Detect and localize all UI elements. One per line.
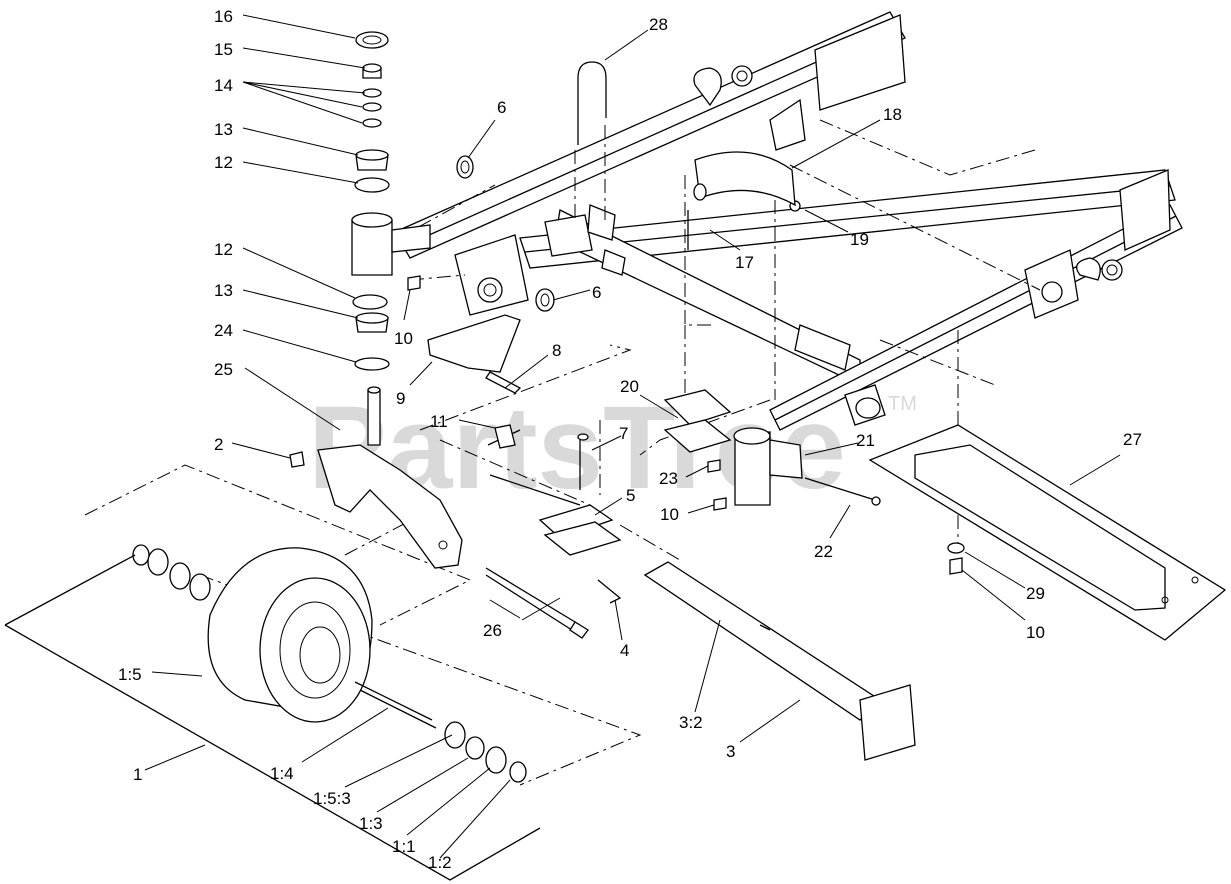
- label-3: 3: [726, 742, 735, 761]
- label-6b: 6: [592, 283, 601, 302]
- label-20: 20: [620, 377, 639, 396]
- arm-3: [643, 561, 916, 761]
- label-4: 4: [620, 641, 629, 660]
- label-10a: 10: [394, 329, 413, 348]
- label-28: 28: [649, 15, 668, 34]
- label-23: 23: [659, 469, 678, 488]
- label-1-5: 1:5: [118, 665, 142, 684]
- label-24: 24: [214, 321, 233, 340]
- label-1-3: 1:3: [359, 814, 383, 833]
- label-10c: 10: [1026, 623, 1045, 642]
- label-1-4: 1:4: [270, 764, 294, 783]
- label-12a: 12: [214, 153, 233, 172]
- label-5: 5: [626, 486, 635, 505]
- label-16: 16: [214, 7, 233, 26]
- label-6a: 6: [497, 98, 506, 117]
- label-10b: 10: [660, 505, 679, 524]
- weight-27: [868, 424, 1227, 641]
- label-2: 2: [214, 435, 223, 454]
- wheel-assembly: [132, 544, 527, 783]
- clamp-assembly: [487, 424, 622, 604]
- callout-labels: 16 15 14 13 12 12 13 24 25 2 6 6 10 9 8 …: [118, 7, 1142, 872]
- leader-lines: [144, 14, 1121, 859]
- label-1-1: 1:1: [392, 837, 416, 856]
- bracket-9: [427, 314, 522, 394]
- label-21: 21: [856, 431, 875, 450]
- group-bracket: [4, 554, 541, 881]
- label-1-2: 1:2: [428, 853, 452, 872]
- watermark-trademark: TM: [888, 393, 917, 415]
- label-1: 1: [133, 765, 142, 784]
- label-14: 14: [214, 76, 233, 95]
- label-1-5-3: 1:5:3: [313, 789, 351, 808]
- label-18: 18: [883, 105, 902, 124]
- label-25: 25: [214, 360, 233, 379]
- label-11: 11: [430, 412, 448, 431]
- label-27: 27: [1123, 430, 1142, 449]
- u-bolt: [577, 61, 607, 145]
- spindle-stack: [317, 31, 463, 569]
- main-frame: [394, 11, 1183, 431]
- label-26: 26: [483, 621, 502, 640]
- label-15: 15: [214, 40, 233, 59]
- alignment-lines: [84, 119, 1041, 786]
- label-22: 22: [814, 542, 833, 561]
- label-29: 29: [1026, 584, 1045, 603]
- label-8: 8: [552, 341, 561, 360]
- tube-assembly: [663, 389, 881, 506]
- label-12b: 12: [214, 240, 233, 259]
- small-hardware: [289, 155, 965, 575]
- label-7: 7: [619, 424, 628, 443]
- label-19: 19: [850, 230, 869, 249]
- label-13b: 13: [214, 281, 233, 300]
- shield-18: [687, 151, 796, 250]
- label-3-2: 3:2: [679, 713, 703, 732]
- bolt-26: [485, 567, 589, 639]
- label-13a: 13: [214, 120, 233, 139]
- label-17: 17: [735, 253, 754, 272]
- label-9: 9: [396, 389, 405, 408]
